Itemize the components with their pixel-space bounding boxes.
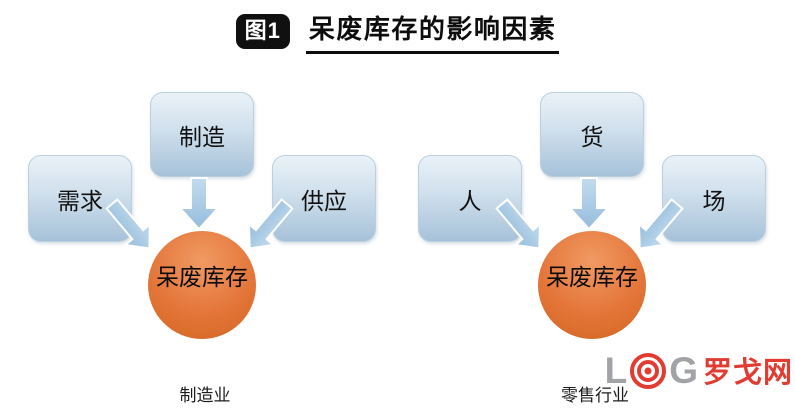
factor-box-supply: 供应 — [272, 155, 376, 242]
diagram-manufacturing: 需求 制造 供应 呆废库存 制造业 — [20, 92, 395, 412]
diagram-retail: 人 货 场 呆废库存 零售行业 — [410, 92, 785, 412]
factor-box-manufacture: 制造 — [150, 92, 254, 177]
logo-luogewang: L G 罗戈网 — [605, 349, 793, 391]
target-rings-icon — [630, 353, 667, 389]
arrow-down-icon — [177, 177, 221, 231]
arrow-diagonal-right-icon — [637, 198, 684, 250]
logo-letter-g: G — [669, 349, 698, 391]
arrow-diagonal-left-icon — [495, 198, 542, 250]
arrow-down-icon — [567, 177, 611, 231]
factor-box-goods: 货 — [540, 92, 644, 177]
diagram-caption: 制造业 — [179, 386, 231, 405]
logo-letter-l: L — [604, 349, 628, 391]
arrows-layer — [495, 177, 684, 250]
diagram-caption: 零售行业 — [561, 386, 629, 405]
logo-site-name: 罗戈网 — [702, 357, 793, 389]
arrows-layer — [105, 177, 294, 250]
figure-header: 图1 呆废库存的影响因素 — [0, 9, 795, 54]
factor-box-people: 人 — [418, 155, 522, 242]
figure-title: 呆废库存的影响因素 — [305, 9, 560, 54]
figure-number-badge: 图1 — [235, 14, 290, 49]
arrow-diagonal-left-icon — [105, 198, 152, 250]
arrow-diagonal-right-icon — [247, 198, 294, 250]
dead-stock-circle: 呆废库存 — [538, 231, 646, 339]
factor-box-demand: 需求 — [28, 155, 132, 242]
factor-box-place: 场 — [662, 155, 766, 242]
dead-stock-circle: 呆废库存 — [148, 231, 256, 339]
